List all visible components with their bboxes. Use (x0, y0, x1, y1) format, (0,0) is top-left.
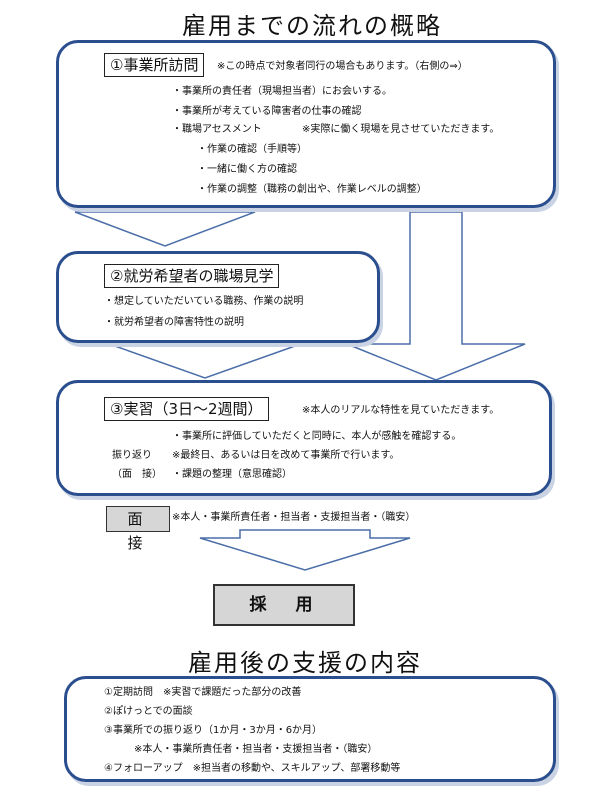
step2-label: ②就労希望者の職場見学 (104, 264, 280, 288)
step3-label: ③実習（3日～2週間） (104, 397, 269, 421)
hire-box: 採 用 (213, 584, 355, 626)
step3-item-2: ※最終日、あるいは日を改めて事業所で行います。 (172, 450, 400, 461)
down-arrow-1 (74, 211, 256, 247)
step3-item-1: ・事業所に評価していただくと同時に、本人が感触を確認する。 (172, 431, 462, 442)
support-box (64, 676, 556, 782)
step1-item-1: ・事業所の責任者（現場担当者）にお会いする。 (172, 86, 392, 97)
support-item-3: ③事業所での振り返り（1か月・3か月・6か月） (104, 725, 323, 736)
step1-subitem-3: ・作業の調整（職務の創出や、作業レベルの調整） (197, 184, 427, 195)
step1-item-3: ・職場アセスメント (172, 124, 262, 135)
step1-item-2: ・事業所が考えている障害者の仕事の確認 (172, 106, 362, 117)
step2-item-2: ・就労希望者の障害特性の説明 (104, 317, 244, 328)
step1-note: ※この時点で対象者同行の場合もあります。（右側の⇒） (217, 61, 468, 72)
page-title: 雇用までの流れの概略 (182, 12, 442, 40)
down-arrow-3 (199, 529, 411, 571)
step1-subitem-2: ・一緒に働く方の確認 (197, 164, 297, 175)
interview-note: ※本人・事業所責任者・担当者・支援担当者・（職安） (172, 512, 416, 523)
step2-item-1: ・想定していただいている職務、作業の説明 (104, 296, 304, 307)
step3-note: ※本人のリアルな特性を見ていただきます。 (302, 405, 500, 416)
bypass-arrow (346, 211, 526, 381)
step3-item-3: ・課題の整理（意思確認） (172, 469, 292, 480)
reflection-label: 振り返り (112, 450, 152, 461)
step1-subitem-1: ・作業の確認（手順等） (197, 144, 307, 155)
step1-box (56, 40, 556, 208)
support-item-2: ②ぽけっとでの面談 (104, 706, 193, 717)
section-title: 雇用後の支援の内容 (188, 649, 422, 677)
support-item-4: ④フォローアップ ※担当者の移動や、スキルアップ、部署移動等 (104, 763, 401, 774)
down-arrow-2 (114, 345, 296, 379)
step1-label: ①事業所訪問 (104, 53, 205, 77)
interview-side-label: （面 接） (112, 469, 162, 480)
support-item-1: ①定期訪問 ※実習で課題だった部分の改善 (104, 687, 302, 698)
support-item-3-note: ※本人・事業所責任者・担当者・支援担当者・（職安） (104, 744, 378, 755)
step1-assessment-note: ※実際に働く現場を見させていただきます。 (302, 124, 500, 135)
interview-box: 面 接 (106, 506, 170, 552)
